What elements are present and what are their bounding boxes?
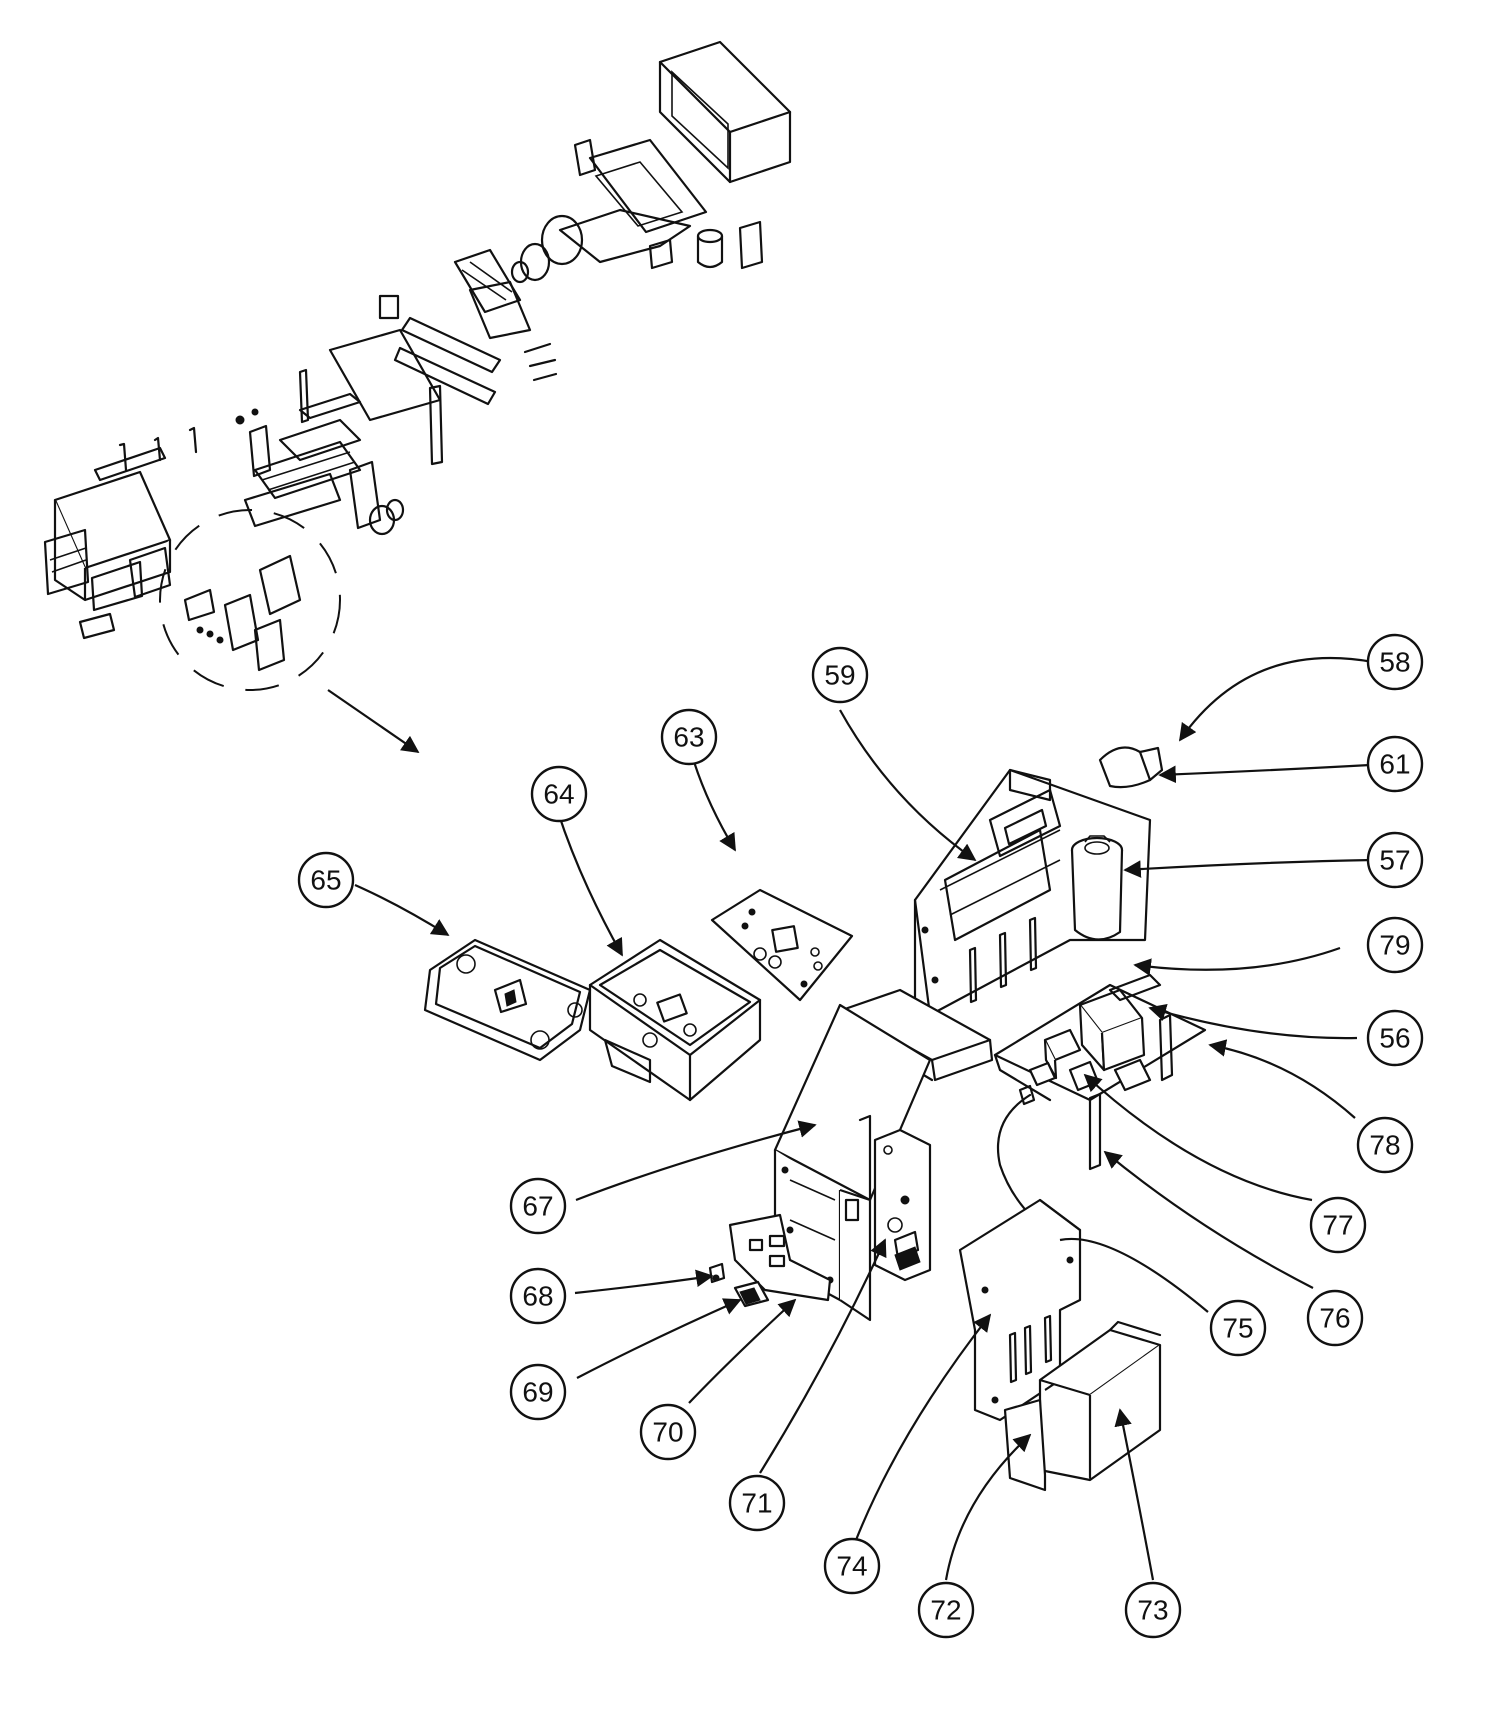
callout-70: 70 (639, 1403, 697, 1461)
callouts: 58 59 61 57 63 64 65 79 (297, 633, 1424, 1639)
svg-text:71: 71 (741, 1488, 772, 1519)
svg-text:64: 64 (543, 779, 574, 810)
detail-arrow (327, 689, 420, 753)
partition-panel (298, 294, 502, 466)
part-69-terminal-block (733, 1280, 770, 1308)
callout-72: 72 (917, 1581, 975, 1639)
callout-75: 75 (1209, 1299, 1267, 1357)
callout-74: 74 (823, 1537, 881, 1595)
svg-text:78: 78 (1369, 1130, 1400, 1161)
svg-text:77: 77 (1322, 1210, 1353, 1241)
callout-76: 76 (1306, 1289, 1364, 1347)
part-65-control-bezel (423, 938, 592, 1062)
part-64-control-tray (588, 938, 762, 1102)
part-57-capacitor (1070, 835, 1124, 941)
callout-56: 56 (1366, 1009, 1424, 1067)
svg-text:67: 67 (522, 1191, 553, 1222)
compressor-small (696, 220, 764, 270)
front-cabinet (43, 426, 198, 640)
callout-67: 67 (509, 1177, 567, 1235)
part-74-rear-panel (958, 1198, 1082, 1422)
callout-78: 78 (1356, 1116, 1414, 1174)
svg-text:73: 73 (1137, 1595, 1168, 1626)
callout-63: 63 (660, 708, 718, 766)
svg-text:68: 68 (522, 1281, 553, 1312)
callout-65: 65 (297, 851, 355, 909)
callout-57: 57 (1366, 831, 1424, 889)
blower-assembly (453, 214, 584, 382)
part-56-transformer (1078, 988, 1146, 1072)
fan-motor-small (348, 460, 405, 536)
svg-text:63: 63 (673, 722, 704, 753)
callout-68: 68 (509, 1267, 567, 1325)
svg-text:79: 79 (1379, 930, 1410, 961)
svg-text:72: 72 (930, 1595, 961, 1626)
part-70-terminal-bracket (728, 1213, 832, 1302)
part-72-side-cover (1003, 1398, 1047, 1492)
part-79-bracket (1108, 973, 1162, 1002)
svg-text:74: 74 (836, 1551, 867, 1582)
svg-text:69: 69 (522, 1377, 553, 1408)
callout-69: 69 (509, 1363, 567, 1421)
part-58-strap (1098, 746, 1164, 789)
svg-text:65: 65 (310, 865, 341, 896)
part-63-pcb-board (710, 888, 854, 1002)
svg-text:59: 59 (824, 660, 855, 691)
callout-79: 79 (1366, 916, 1424, 974)
svg-text:76: 76 (1319, 1303, 1350, 1334)
evaporator-coil (235, 392, 362, 528)
svg-text:61: 61 (1379, 749, 1410, 780)
wall-sleeve (658, 40, 792, 184)
svg-text:57: 57 (1379, 845, 1410, 876)
part-76-wire-lead (1088, 1058, 1152, 1171)
callout-73: 73 (1124, 1581, 1182, 1639)
callout-77: 77 (1309, 1196, 1367, 1254)
svg-text:70: 70 (652, 1417, 683, 1448)
chassis-base (558, 138, 708, 270)
callout-64: 64 (530, 765, 588, 823)
part-71-board-panel (873, 1128, 932, 1282)
svg-text:75: 75 (1222, 1313, 1253, 1344)
unit-overview-exploded (43, 40, 792, 753)
callout-71: 71 (728, 1474, 786, 1532)
control-section-detail (423, 746, 1207, 1492)
part-68-screw (708, 1262, 726, 1284)
control-box-detail-circle (159, 509, 341, 691)
part-59-panel-plate (943, 828, 1052, 942)
svg-text:56: 56 (1379, 1023, 1410, 1054)
leader-lines (354, 656, 1374, 1581)
callout-59: 59 (811, 646, 869, 704)
callout-58: 58 (1366, 633, 1424, 691)
callout-61: 61 (1366, 735, 1424, 793)
svg-text:58: 58 (1379, 647, 1410, 678)
